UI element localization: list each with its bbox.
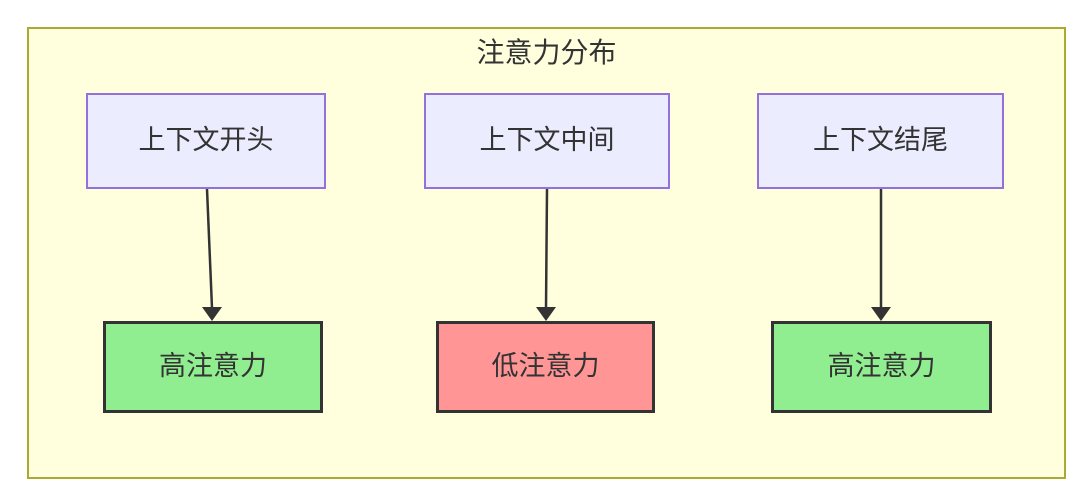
diagram-title: 注意力分布 (476, 36, 617, 69)
node-context-start: 上下文开头 (86, 93, 326, 189)
node-low-attention-middle: 低注意力 (436, 321, 655, 413)
node-context-end: 上下文结尾 (757, 93, 1004, 189)
node-high-attention-end: 高注意力 (771, 321, 992, 413)
node-context-middle: 上下文中间 (424, 93, 670, 189)
node-high-attention-start: 高注意力 (103, 321, 323, 413)
